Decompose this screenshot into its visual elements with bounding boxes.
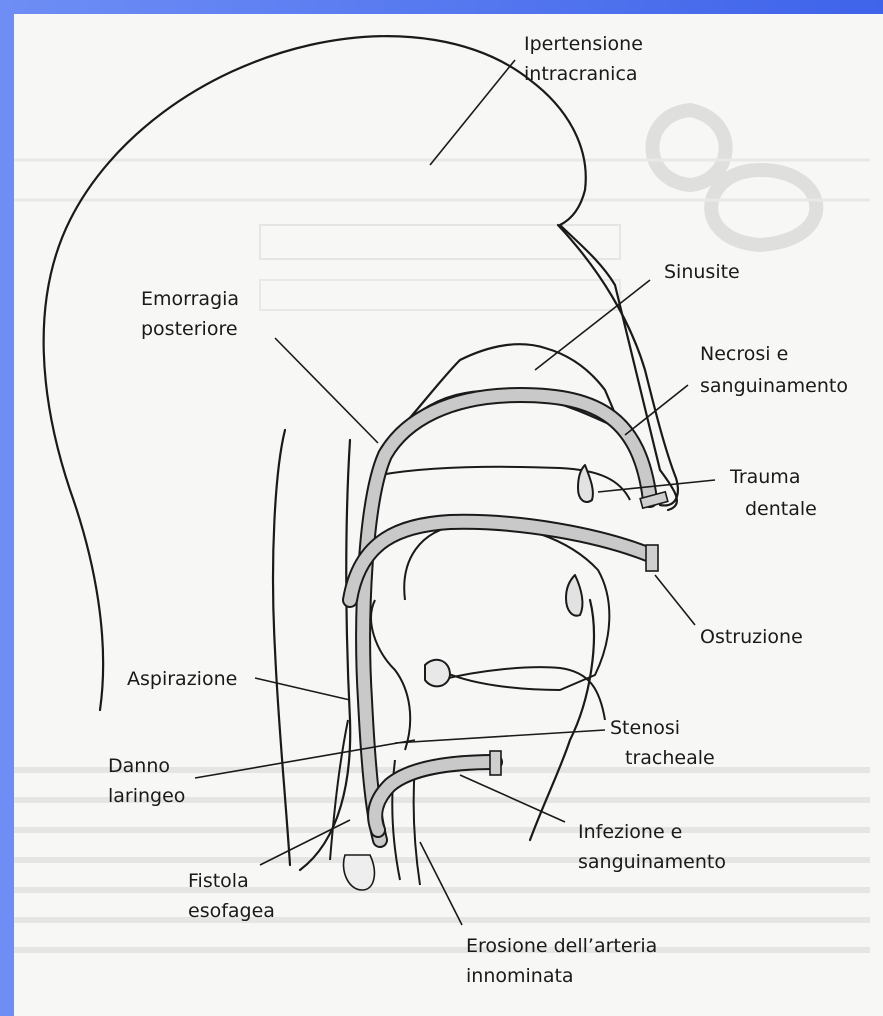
label-emorragia-line1: Emorragia <box>141 288 239 310</box>
leader-lines <box>195 60 715 925</box>
label-erosione-line1: Erosione dell’arteria <box>466 935 657 957</box>
label-emorragia-line2: posteriore <box>141 318 238 340</box>
trach-tube-connector <box>490 751 501 775</box>
epiglottis <box>371 600 410 750</box>
leader-erosione <box>420 842 462 925</box>
leader-emorragia <box>275 338 378 443</box>
label-stenosi-line2: tracheale <box>625 747 715 769</box>
leader-ipertensione <box>430 60 515 165</box>
neck-front <box>530 600 594 840</box>
label-danno-line1: Danno <box>108 755 170 777</box>
label-necrosi-line2: sanguinamento <box>700 375 848 397</box>
nose-bridge <box>558 225 678 505</box>
label-trauma-line1: Trauma <box>729 466 800 488</box>
upper-tooth <box>578 465 593 502</box>
trach-cuff <box>344 855 375 890</box>
lower-tooth <box>566 575 582 616</box>
leader-aspirazione <box>255 678 350 700</box>
label-fistola-line2: esofagea <box>188 900 275 922</box>
spine-edge <box>300 440 350 870</box>
label-danno-line2: laringeo <box>108 785 185 807</box>
oral-tube-connector <box>646 545 658 571</box>
orotracheal-tube <box>350 522 658 600</box>
label-fistola-line1: Fistola <box>188 870 249 892</box>
label-ostruzione: Ostruzione <box>700 626 803 648</box>
label-trauma-line2: dentale <box>745 498 817 520</box>
leader-necrosi <box>625 385 688 435</box>
label-aspirazione: Aspirazione <box>127 668 237 690</box>
hyoid <box>425 660 450 687</box>
lower-jaw <box>440 667 605 720</box>
label-infezione-line2: sanguinamento <box>578 851 726 873</box>
label-ipertensione-line1: Ipertensione <box>524 33 643 55</box>
label-sinusite: Sinusite <box>664 261 740 283</box>
anatomy-diagram: Ipertensione intracranica Sinusite Emorr… <box>14 14 883 1016</box>
label-infezione-line1: Infezione e <box>578 821 682 843</box>
label-ipertensione-line2: intracranica <box>524 63 638 85</box>
figure-panel: Ipertensione intracranica Sinusite Emorr… <box>14 14 883 1016</box>
label-erosione-line2: innominata <box>466 965 574 987</box>
label-necrosi-line1: Necrosi e <box>700 343 788 365</box>
label-stenosi-line1: Stenosi <box>610 717 680 739</box>
leader-stenosi <box>395 730 605 743</box>
leader-ostruzione <box>655 575 695 625</box>
